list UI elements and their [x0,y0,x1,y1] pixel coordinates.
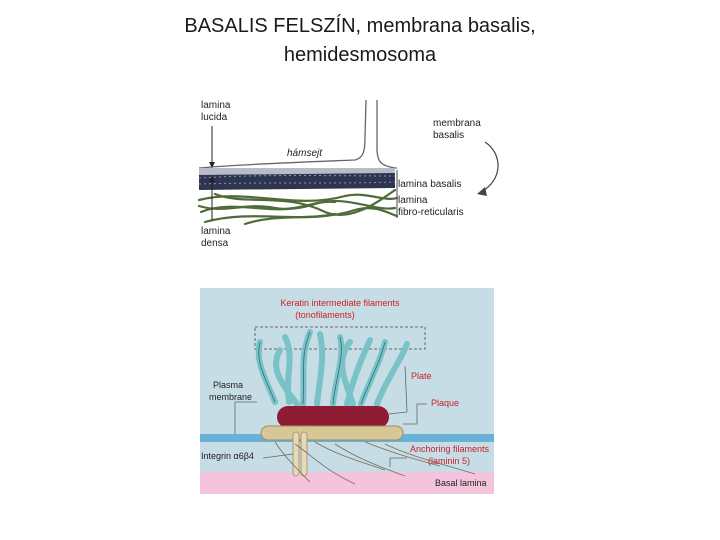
cell-membrane-outline-right [376,100,397,169]
hemidesmosome-diagram: Keratin intermediate filaments (tonofila… [185,262,515,530]
label-plate: Plate [411,371,432,381]
label-lamina-fibroreticularis-1: lamina [398,195,428,206]
slide-title: BASALIS FELSZÍN, membrana basalis, hemid… [0,12,720,70]
slide-title-line1: BASALIS FELSZÍN, membrana basalis, [184,15,536,37]
lamina-lucida-zone [199,168,395,175]
label-basal-lamina: Basal lamina [435,478,487,488]
label-lamina-lucida-2: lucida [201,112,228,123]
plaque-leader [403,403,427,425]
membrane-leader [234,401,257,434]
label-keratin-2: (tonofilaments) [295,310,355,320]
label-lamina-lucida-1: lamina [201,100,231,111]
label-lamina-densa-1: lamina [201,226,231,237]
lucida-pointer-arrow-up [209,176,215,182]
keratin-filament-outlines [258,331,386,405]
densa-texture [198,175,396,179]
plate-leader [404,365,408,413]
integrin-leader [262,453,294,459]
label-lamina-fibroreticularis-2: fibro-reticularis [398,207,464,218]
hemidesmosome-plate [277,406,389,428]
basal-lamina-band [200,472,494,494]
membrana-arrowhead [477,187,487,196]
cell-membrane-outline [198,99,367,169]
label-plasma-membrane-1: Plasma [213,380,243,390]
label-anchoring-1: Anchoring filaments [410,444,490,454]
plate-leader-2 [388,411,408,415]
anchoring-leader [389,457,407,467]
label-lamina-basalis: lamina basalis [398,179,461,190]
label-hamsejt: hámsejt [287,148,323,159]
membrana-arrow [480,141,499,193]
label-anchoring-2: (laminin 5) [428,456,470,466]
slide-title-line2: hemidesmosoma [283,44,437,66]
hemidesmosome-plaque [260,425,404,441]
lucida-pointer-arrow-down [209,162,215,168]
basal-membrane-diagram: lamina lucida hámsejt membrana basalis l… [185,92,515,257]
label-plasma-membrane-2: membrane [209,392,252,402]
label-membrana-basalis-2: basalis [433,130,464,141]
label-lamina-densa-2: densa [201,238,229,249]
anchoring-filaments [274,441,476,485]
label-plaque: Plaque [431,398,459,408]
lamina-densa-band [199,173,395,190]
label-integrin: Integrin α6β4 [201,451,254,461]
label-membrana-basalis-1: membrana [433,118,481,129]
reticular-fibers [197,188,399,226]
label-keratin-1: Keratin intermediate filaments [280,298,400,308]
densa-texture-2 [198,181,396,185]
integrin-molecule [292,431,308,477]
